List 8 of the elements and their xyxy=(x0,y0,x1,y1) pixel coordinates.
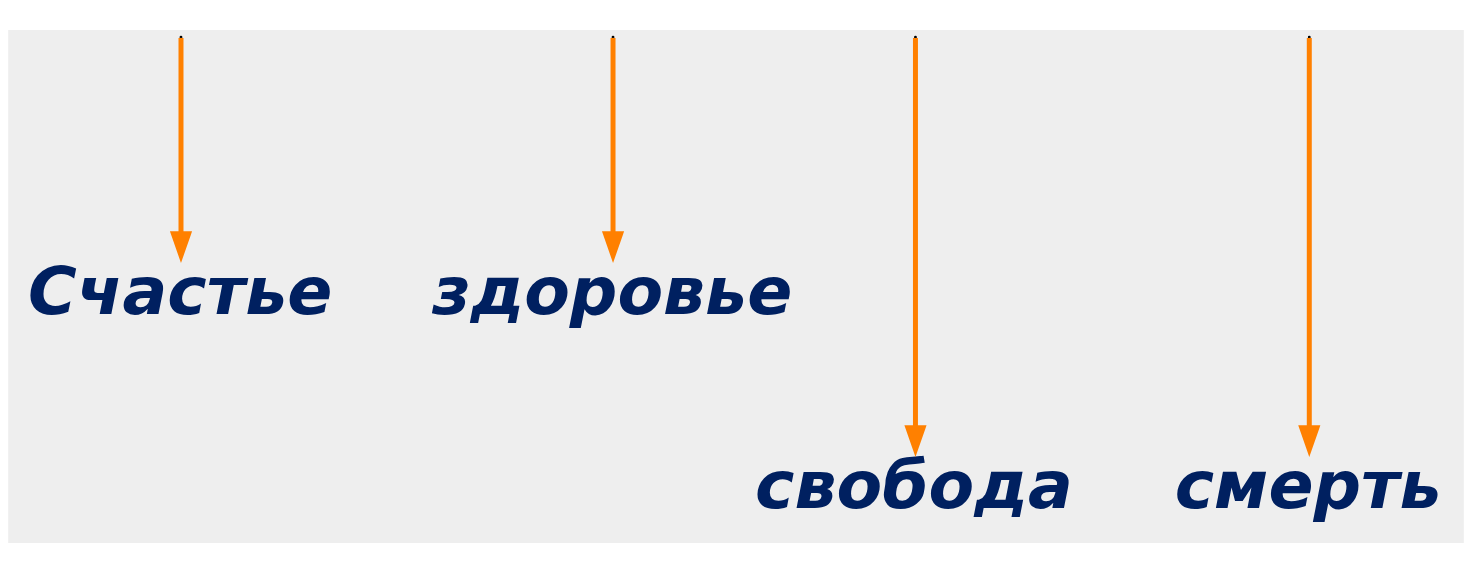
arrow xyxy=(169,37,193,263)
node-text: Счастье xyxy=(28,251,333,330)
arrow xyxy=(601,37,625,263)
node-text: здоровье xyxy=(431,251,793,330)
arrow xyxy=(1298,37,1321,457)
node-text: смерть xyxy=(1174,445,1442,524)
arrow xyxy=(904,37,927,457)
node-text: свобода xyxy=(755,445,1073,524)
